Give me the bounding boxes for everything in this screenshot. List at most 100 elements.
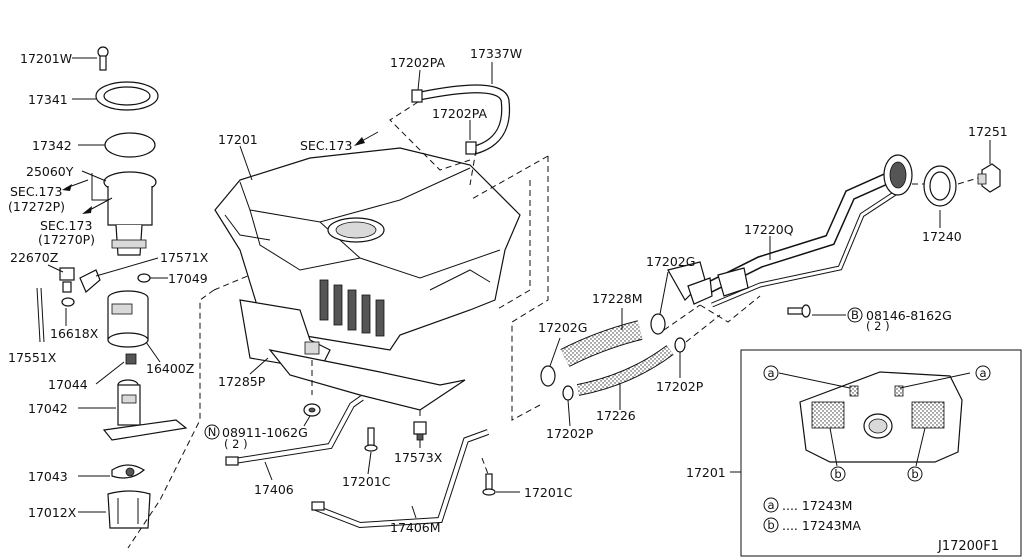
svg-text:N: N — [208, 425, 217, 439]
label-17272p[interactable]: (17272P) — [8, 199, 65, 214]
pump-assembly — [36, 46, 188, 529]
bolt-17201c-b-part[interactable] — [482, 473, 496, 496]
label-17201w[interactable]: 17201W — [20, 51, 72, 66]
label-17202p-b[interactable]: 17202P — [656, 379, 704, 394]
heat-shield-17285p-part[interactable] — [239, 299, 466, 411]
bolt-17201w-part[interactable] — [97, 46, 109, 71]
nut-17573x-part[interactable] — [413, 421, 427, 441]
clamp-17202g-b-part[interactable] — [650, 313, 666, 335]
label-17228m[interactable]: 17228M — [592, 291, 643, 306]
label-17251[interactable]: 17251 — [968, 124, 1008, 139]
filler-neck-17220q-part[interactable] — [667, 154, 913, 308]
svg-text:b: b — [911, 467, 918, 481]
label-sec173-a[interactable]: SEC.173 — [10, 184, 62, 199]
wire-17551x-part[interactable] — [36, 287, 45, 343]
clamp-17202pa-top-part[interactable] — [411, 89, 423, 103]
label-17044[interactable]: 17044 — [48, 377, 88, 392]
filter-16400z-part[interactable] — [107, 290, 149, 348]
filler-hose-17228m-part[interactable] — [560, 320, 643, 367]
label-17341[interactable]: 17341 — [28, 92, 68, 107]
strap-17406m-part[interactable] — [311, 429, 490, 529]
label-17202g-a[interactable]: 17202G — [538, 320, 587, 335]
label-17202pa-b[interactable]: 17202PA — [432, 106, 488, 121]
label-17270p[interactable]: (17270P) — [38, 232, 95, 247]
label-25060y[interactable]: 25060Y — [26, 164, 74, 179]
callout-b-left: b — [830, 466, 846, 482]
sensor-22670z-part[interactable] — [59, 267, 75, 293]
label-17202p-a[interactable]: 17202P — [546, 426, 594, 441]
label-17202g-b[interactable]: 17202G — [646, 254, 695, 269]
label-17201c-a[interactable]: 17201C — [342, 474, 391, 489]
clamp-17202p-b-part[interactable] — [674, 337, 686, 353]
callout-b-right: b — [907, 466, 923, 482]
pump-module-25060y-part[interactable] — [103, 171, 157, 256]
clamp-17202g-a-part[interactable] — [540, 365, 556, 387]
svg-text:B: B — [851, 308, 859, 322]
label-17226[interactable]: 17226 — [596, 408, 636, 423]
cap-17044-part[interactable] — [125, 353, 137, 365]
label-17043[interactable]: 17043 — [28, 469, 68, 484]
clamp-17202pa-bottom-part[interactable] — [465, 141, 477, 155]
svg-text:a: a — [979, 366, 986, 380]
clamp-17202p-a-part[interactable] — [562, 385, 574, 401]
label-16618x[interactable]: 16618X — [50, 326, 99, 341]
label-08911-qty: ( 2 ) — [224, 437, 248, 451]
label-17406[interactable]: 17406 — [254, 482, 294, 497]
label-17337w[interactable]: 17337W — [470, 46, 522, 61]
legend-b-text: .... 17243MA — [782, 518, 861, 533]
label-17201-inset[interactable]: 17201 — [686, 465, 726, 480]
svg-text:a: a — [767, 366, 774, 380]
callout-a-right: a — [975, 365, 991, 381]
label-sec173-b[interactable]: SEC.173 — [40, 218, 92, 233]
label-17012x[interactable]: 17012X — [28, 505, 77, 520]
clip-17571x-part[interactable] — [79, 269, 101, 293]
label-17551x[interactable]: 17551X — [8, 350, 57, 365]
label-08146[interactable]: 08146-8162G — [866, 308, 952, 323]
fuel-tank-17201-part[interactable] — [214, 147, 521, 351]
legend-circle-a: a — [763, 497, 779, 513]
inset-panel — [740, 349, 1022, 557]
strap-17406-part[interactable] — [225, 395, 364, 466]
part-labels: 17201W 17341 17342 25060Y SEC.173 (17272… — [8, 46, 1008, 554]
nut-08911-part[interactable] — [303, 403, 321, 417]
label-17201[interactable]: 17201 — [218, 132, 258, 147]
label-17342[interactable]: 17342 — [32, 138, 72, 153]
gasket-17342-part[interactable] — [104, 132, 156, 158]
fuel-pump-17042-part[interactable] — [102, 379, 188, 441]
ring-16618x-part[interactable] — [61, 297, 75, 307]
label-17201c-b[interactable]: 17201C — [524, 485, 573, 500]
diagram-code: J17200F1 — [937, 539, 999, 554]
label-sec173-c[interactable]: SEC.173 — [300, 138, 352, 153]
label-17573x[interactable]: 17573X — [394, 450, 443, 465]
vent-hose-17226-part[interactable] — [576, 345, 674, 396]
label-17406m[interactable]: 17406M — [390, 520, 441, 535]
seal-17049-part[interactable] — [137, 273, 151, 283]
vent-hose-17337w-part[interactable] — [419, 84, 511, 155]
fuel-cap-17251-part[interactable] — [977, 163, 1001, 193]
bolt-08146-part[interactable] — [787, 304, 811, 318]
svg-text:b: b — [767, 518, 774, 532]
callout-a-left: a — [763, 365, 779, 381]
bracket-17012x-part[interactable] — [107, 490, 151, 529]
label-17042[interactable]: 17042 — [28, 401, 68, 416]
clip-17043-part[interactable] — [111, 464, 146, 479]
label-17285p[interactable]: 17285P — [218, 374, 266, 389]
bolt-17201c-a-part[interactable] — [364, 427, 378, 452]
label-17240[interactable]: 17240 — [922, 229, 962, 244]
svg-text:b: b — [834, 467, 841, 481]
label-08911[interactable]: 08911-1062G — [222, 425, 308, 440]
label-17571x[interactable]: 17571X — [160, 250, 209, 265]
label-17220q[interactable]: 17220Q — [744, 222, 794, 237]
label-17202pa-a[interactable]: 17202PA — [390, 55, 446, 70]
lock-ring-17341-part[interactable] — [95, 81, 159, 111]
tank-ribs — [319, 279, 385, 337]
legend-circle-b: b — [763, 517, 779, 533]
label-16400z[interactable]: 16400Z — [146, 361, 194, 376]
label-22670z[interactable]: 22670Z — [10, 250, 58, 265]
callout-n: N — [204, 424, 220, 440]
label-17049[interactable]: 17049 — [168, 271, 208, 286]
cap-seal-17240-part[interactable] — [923, 165, 957, 207]
callout-b-bolt: B — [847, 307, 863, 323]
